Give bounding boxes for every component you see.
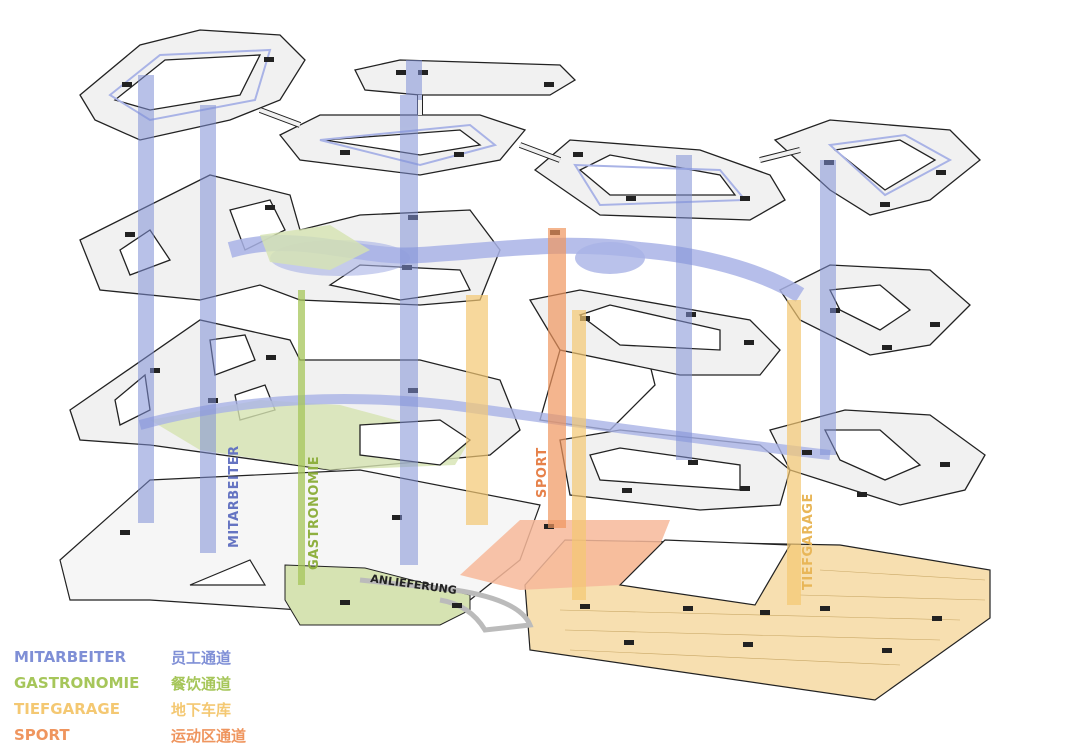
label-mitarbeiter: MITARBEITER (227, 445, 242, 548)
gastro-area-l2 (260, 225, 370, 270)
ground-floor (59, 469, 991, 701)
legend-zh-tiefgarage: 地下车库 (171, 700, 232, 719)
shaft-gastronomie-1 (298, 290, 305, 585)
shafts-tiefgarage (466, 295, 801, 605)
legend-zh-mitarbeiter: 员工通道 (171, 648, 232, 667)
legend-zh-sport: 运动区通道 (171, 726, 247, 745)
legend-row-gastronomie: GASTRONOMIE 餐饮通道 (14, 670, 314, 696)
shaft-tiefgarage-1 (466, 295, 488, 525)
shaft-mitarbeiter-5 (820, 160, 836, 455)
legend-en-mitarbeiter: MITARBEITER (14, 648, 127, 666)
legend-en-tiefgarage: TIEFGARAGE (14, 700, 120, 718)
label-tiefgarage: TIEFGARAGE (801, 493, 816, 590)
shaft-mitarbeiter-6 (406, 60, 422, 100)
legend: MITARBEITER 员工通道 GASTRONOMIE 餐饮通道 TIEFGA… (14, 644, 314, 748)
sport-floor (460, 520, 670, 590)
shaft-mitarbeiter-4 (676, 155, 692, 460)
legend-row-sport: SPORT 运动区通道 (14, 722, 314, 748)
legend-en-gastronomie: GASTRONOMIE (14, 674, 140, 692)
shaft-tiefgarage-3 (787, 300, 801, 605)
legend-zh-gastronomie: 餐饮通道 (171, 674, 232, 693)
shaft-mitarbeiter-3 (400, 95, 418, 565)
shaft-gastronomie (298, 290, 305, 585)
legend-row-tiefgarage: TIEFGARAGE 地下车库 (14, 696, 314, 722)
shafts-mitarbeiter (138, 60, 836, 565)
shaft-sport-1 (548, 228, 566, 528)
shaft-mitarbeiter-1 (138, 75, 154, 523)
gastro-floor (284, 564, 471, 626)
shaft-mitarbeiter-2 (200, 105, 216, 553)
shaft-sport (548, 228, 566, 528)
shaft-tiefgarage-2 (572, 310, 586, 600)
label-sport: SPORT (535, 447, 550, 498)
legend-row-mitarbeiter: MITARBEITER 员工通道 (14, 644, 314, 670)
label-gastronomie: GASTRONOMIE (307, 456, 322, 570)
legend-en-sport: SPORT (14, 726, 70, 744)
